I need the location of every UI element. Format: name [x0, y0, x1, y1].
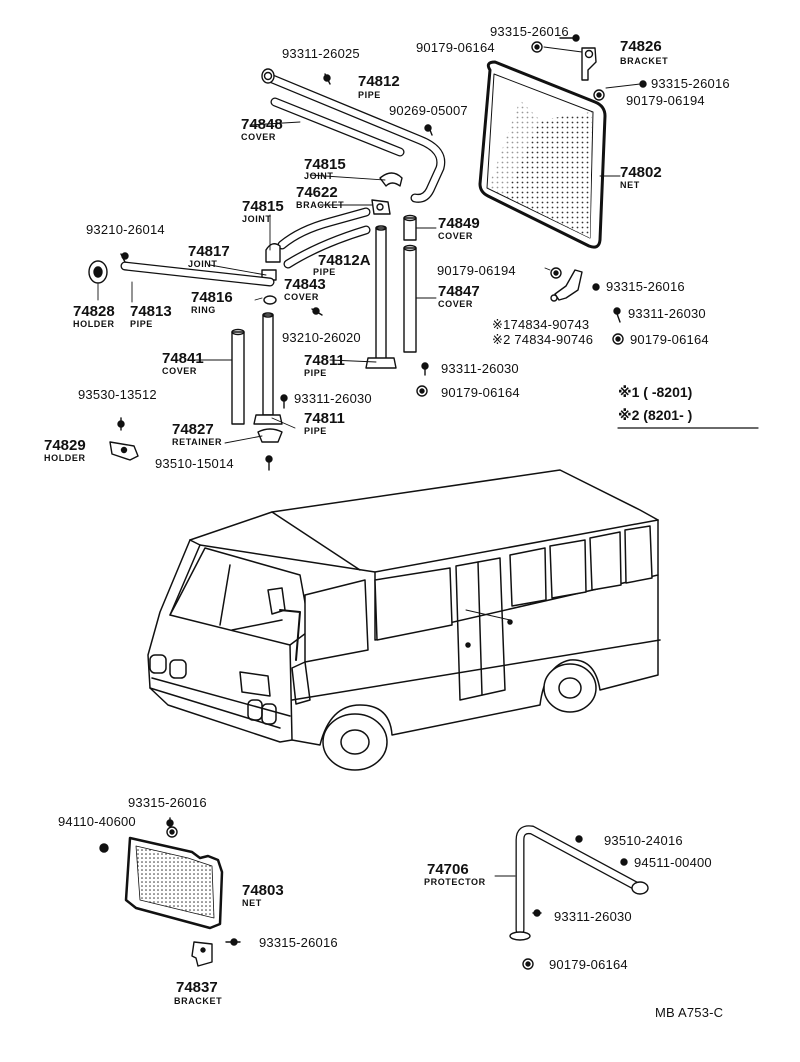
ring-74816 — [263, 295, 323, 316]
label-74815-a-sub: JOINT — [304, 171, 334, 181]
pipe-74812A — [277, 207, 371, 269]
legend-line-1: ※1 ( -8201) — [618, 384, 693, 400]
label-74826: 74826 — [620, 38, 662, 55]
label-74847-sub: COVER — [438, 299, 474, 309]
label-74812-sub: PIPE — [358, 90, 381, 100]
pipe-74813 — [88, 252, 275, 287]
label-74828: 74828 — [73, 303, 115, 320]
label-93315-26016-e: 93315-26016 — [259, 935, 338, 950]
label-93510-15014: 93510-15014 — [155, 456, 234, 471]
label-74811-a: 74811 — [304, 352, 345, 369]
label-74815-b: 74815 — [242, 198, 284, 215]
joint-74815-lower — [261, 243, 281, 281]
label-74817: 74817 — [188, 243, 230, 260]
label-74811-b-sub: PIPE — [304, 426, 327, 436]
label-74802-sub: NET — [620, 180, 640, 190]
label-93315-26016-b: 93315-26016 — [651, 76, 730, 91]
label-90179-06194-a: 90179-06194 — [626, 93, 705, 108]
label-74802: 74802 — [620, 164, 662, 181]
label-74828-sub: HOLDER — [73, 319, 115, 329]
label-74827: 74827 — [172, 421, 214, 438]
cover-74841 — [231, 328, 245, 425]
label-94511-00400: 94511-00400 — [634, 855, 712, 870]
label-74834-90746: ※2 74834-90746 — [492, 332, 594, 347]
label-74622-sub: BRACKET — [296, 200, 345, 210]
label-74837: 74837 — [176, 979, 218, 996]
label-74817-sub: JOINT — [188, 259, 218, 269]
protector-74706 — [494, 825, 649, 970]
joint-74815-upper — [371, 172, 403, 215]
label-74812A-sub: PIPE — [313, 267, 336, 277]
label-90179-06194-b: 90179-06194 — [437, 263, 516, 278]
label-74706: 74706 — [427, 861, 469, 878]
leader-lines — [97, 121, 621, 444]
label-74815-a: 74815 — [304, 156, 346, 173]
label-74816: 74816 — [191, 289, 233, 306]
label-74834-90743: ※174834-90743 — [492, 317, 590, 332]
label-74829: 74829 — [44, 437, 86, 454]
label-74813: 74813 — [130, 303, 172, 320]
cover-74847 — [403, 214, 417, 353]
label-74815-b-sub: JOINT — [242, 214, 272, 224]
label-74848-sub: COVER — [241, 132, 277, 142]
legend-line-2: ※2 (8201- ) — [618, 407, 693, 423]
label-74841: 74841 — [162, 350, 204, 367]
net-74803 — [99, 817, 241, 967]
label-93315-26016-a: 93315-26016 — [490, 24, 569, 39]
pipe-74811-center — [365, 225, 429, 397]
label-74803: 74803 — [242, 882, 284, 899]
label-74812: 74812 — [358, 73, 400, 90]
van-illustration — [147, 469, 661, 771]
pipe-74811-left — [253, 312, 288, 471]
label-93510-24016: 93510-24016 — [604, 833, 683, 848]
net-lower-bracket — [550, 267, 624, 345]
label-93210-26020: 93210-26020 — [282, 330, 361, 345]
label-74848: 74848 — [241, 116, 283, 133]
label-74811-b: 74811 — [304, 410, 345, 427]
holder-74829 — [109, 417, 139, 461]
label-74813-sub: PIPE — [130, 319, 153, 329]
label-93530-13512: 93530-13512 — [78, 387, 157, 402]
label-93315-26016-c: 93315-26016 — [606, 279, 685, 294]
label-74841-sub: COVER — [162, 366, 198, 376]
net-74802 — [478, 60, 607, 249]
label-74849-sub: COVER — [438, 231, 474, 241]
label-74843-sub: COVER — [284, 292, 320, 302]
pipe-74812 — [261, 68, 446, 203]
label-90179-06164-a: 90179-06164 — [416, 40, 495, 55]
label-93210-26014: 93210-26014 — [86, 222, 165, 237]
label-74826-sub: BRACKET — [620, 56, 669, 66]
label-74803-sub: NET — [242, 898, 262, 908]
label-74811-a-sub: PIPE — [304, 368, 327, 378]
label-94110-40600: 94110-40600 — [58, 814, 136, 829]
label-90269-05007: 90269-05007 — [389, 103, 468, 118]
label-74847: 74847 — [438, 283, 480, 300]
label-93311-26030-b: 93311-26030 — [441, 361, 519, 376]
label-74829-sub: HOLDER — [44, 453, 86, 463]
label-90179-06164-b: 90179-06164 — [630, 332, 709, 347]
label-93311-26030-c: 93311-26030 — [294, 391, 372, 406]
bracket-74826 — [531, 34, 647, 101]
label-90179-06164-c: 90179-06164 — [441, 385, 520, 400]
label-74827-sub: RETAINER — [172, 437, 223, 447]
label-74622: 74622 — [296, 184, 338, 201]
diagram-id: MB A753-C — [655, 1005, 724, 1020]
label-74843: 74843 — [284, 276, 326, 293]
label-93315-26016-d: 93315-26016 — [128, 795, 207, 810]
label-74837-sub: BRACKET — [174, 996, 223, 1006]
label-90179-06164-d: 90179-06164 — [549, 957, 628, 972]
label-74816-sub: RING — [191, 305, 216, 315]
label-93311-26030-a: 93311-26030 — [628, 306, 706, 321]
label-74706-sub: PROTECTOR — [424, 877, 486, 887]
label-74849: 74849 — [438, 215, 480, 232]
label-74812A: 74812A — [318, 252, 371, 269]
label-93311-26025: 93311-26025 — [282, 46, 360, 61]
label-93311-26030-d: 93311-26030 — [554, 909, 632, 924]
